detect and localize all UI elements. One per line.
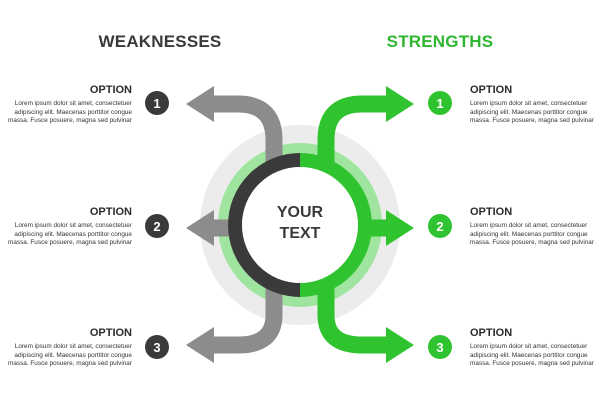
text-line: massa. Fusce posuere, magna sed pulvinar: [470, 239, 594, 247]
text-line: massa. Fusce posuere, magna sed pulvinar: [8, 239, 132, 247]
text-line: adipiscing elit. Maecenas porttitor cong…: [14, 351, 132, 359]
weakness-option-1: OPTION Lorem ipsum dolor sit amet, conse…: [0, 84, 132, 126]
weakness-option-3-text: Lorem ipsum dolor sit amet, consectetuer…: [0, 343, 132, 369]
text-line: massa. Fusce posuere, magna sed pulvinar: [8, 360, 132, 368]
weakness-option-3: OPTION Lorem ipsum dolor sit amet, conse…: [0, 327, 132, 369]
weakness-arrowhead-3: [186, 327, 214, 363]
strength-option-3-text: Lorem ipsum dolor sit amet, consectetuer…: [470, 343, 598, 369]
center-ring-right: [299, 153, 372, 297]
center-text: YOUR TEXT: [252, 202, 348, 244]
text-line: adipiscing elit. Maecenas porttitor cong…: [470, 351, 588, 359]
strength-option-3-title: OPTION: [470, 327, 513, 339]
text-line: massa. Fusce posuere, magna sed pulvinar: [470, 117, 594, 125]
strength-option-1: OPTION Lorem ipsum dolor sit amet, conse…: [470, 84, 598, 126]
weakness-arrow-1-shaft: [212, 95, 283, 175]
weakness-arrow-3-shaft: [212, 280, 283, 354]
text-line: adipiscing elit. Maecenas porttitor cong…: [14, 230, 132, 238]
text-line: Lorem ipsum dolor sit amet, consectetuer: [470, 100, 588, 107]
weakness-arrowheads: [186, 86, 214, 363]
center-ring-left: [228, 153, 301, 297]
center-text-line-2: TEXT: [279, 225, 321, 242]
weakness-option-2: OPTION Lorem ipsum dolor sit amet, conse…: [0, 206, 132, 248]
strength-badge-3: 3: [428, 335, 452, 359]
strength-arrow-3-shaft: [317, 280, 388, 354]
text-line: adipiscing elit. Maecenas porttitor cong…: [14, 108, 132, 116]
text-line: adipiscing elit. Maecenas porttitor cong…: [470, 108, 588, 116]
strength-badge-2: 2: [428, 214, 452, 238]
text-line: Lorem ipsum dolor sit amet, consectetuer: [14, 222, 132, 229]
strength-option-3: OPTION Lorem ipsum dolor sit amet, conse…: [470, 327, 598, 369]
strength-option-2-text: Lorem ipsum dolor sit amet, consectetuer…: [470, 222, 598, 248]
weakness-badge-2: 2: [145, 214, 169, 238]
strength-arrow-1-shaft: [317, 95, 388, 175]
strengths-heading: STRENGTHS: [386, 32, 494, 51]
strength-arrowhead-3: [386, 327, 414, 363]
text-line: Lorem ipsum dolor sit amet, consectetuer: [14, 100, 132, 107]
text-line: Lorem ipsum dolor sit amet, consectetuer: [470, 343, 588, 350]
text-line: massa. Fusce posuere, magna sed pulvinar: [470, 360, 594, 368]
weakness-option-1-text: Lorem ipsum dolor sit amet, consectetuer…: [0, 100, 132, 126]
text-line: Lorem ipsum dolor sit amet, consectetuer: [14, 343, 132, 350]
strength-option-1-text: Lorem ipsum dolor sit amet, consectetuer…: [470, 100, 598, 126]
text-line: Lorem ipsum dolor sit amet, consectetuer: [470, 222, 588, 229]
strength-arrowhead-1: [386, 86, 414, 122]
weakness-badge-3: 3: [145, 335, 169, 359]
strength-option-2-title: OPTION: [470, 206, 513, 218]
center-circle: [242, 167, 358, 283]
weakness-arrowhead-2: [186, 210, 214, 246]
weakness-arrowhead-1: [186, 86, 214, 122]
strength-badge-1: 1: [428, 91, 452, 115]
center-text-line-1: YOUR: [276, 204, 324, 221]
strength-arrowheads: [386, 86, 414, 363]
strength-option-1-title: OPTION: [470, 84, 513, 96]
weakness-option-3-title: OPTION: [89, 327, 132, 339]
weakness-option-2-title: OPTION: [89, 206, 132, 218]
strength-arrowhead-2: [386, 210, 414, 246]
text-line: adipiscing elit. Maecenas porttitor cong…: [470, 230, 588, 238]
weaknesses-heading: WEAKNESSES: [98, 32, 222, 51]
strength-option-2: OPTION Lorem ipsum dolor sit amet, conse…: [470, 206, 598, 248]
weakness-option-1-title: OPTION: [89, 84, 132, 96]
weakness-option-2-text: Lorem ipsum dolor sit amet, consectetuer…: [0, 222, 132, 248]
text-line: massa. Fusce posuere, magna sed pulvinar: [8, 117, 132, 125]
weakness-badge-1: 1: [145, 91, 169, 115]
